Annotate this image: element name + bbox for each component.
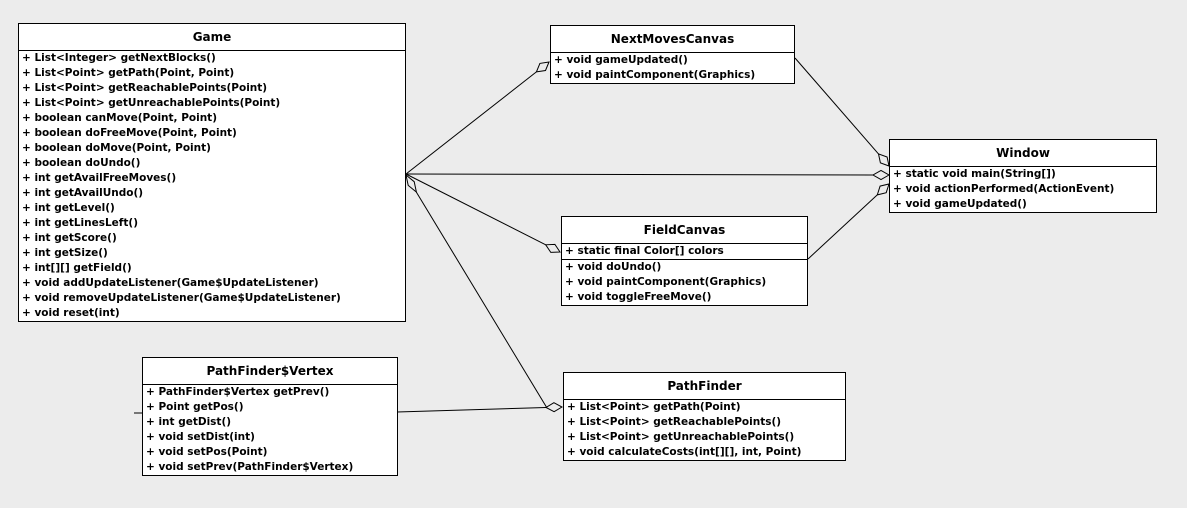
- class-member: + boolean canMove(Point, Point): [22, 112, 217, 124]
- class-member: + boolean doMove(Point, Point): [22, 142, 211, 154]
- class-pathfinder-vertex[interactable]: PathFinder$Vertex + PathFinder$Vertex ge…: [142, 357, 398, 476]
- class-member: + void doUndo(): [565, 261, 662, 273]
- class-nextmovescanvas-methods: + void gameUpdated() + void paintComponen…: [551, 52, 794, 83]
- class-member: + int getDist(): [146, 416, 232, 428]
- aggregation-diamond: [535, 61, 550, 73]
- class-member: + List<Point> getPath(Point, Point): [22, 67, 235, 79]
- class-fieldcanvas-attributes: + static final Color[] colors: [562, 243, 807, 259]
- relation-line: [794, 57, 879, 155]
- class-window-title: Window: [996, 146, 1050, 160]
- relation-line: [396, 406, 547, 413]
- class-member: + static void main(String[]): [893, 168, 1056, 180]
- class-fieldcanvas[interactable]: FieldCanvas + static final Color[] color…: [561, 216, 808, 306]
- class-pathfinder-vertex-title: PathFinder$Vertex: [206, 364, 334, 378]
- class-member: + void gameUpdated(): [554, 54, 688, 66]
- class-member: + void setDist(int): [146, 431, 255, 443]
- class-member: + int getAvailFreeMoves(): [22, 172, 177, 184]
- class-pathfinder[interactable]: PathFinder + List<Point> getPath(Point)+…: [563, 372, 846, 461]
- class-member: + List<Point> getUnreachablePoints(Point…: [22, 97, 281, 109]
- class-member: + void paintComponent(Graphics): [554, 69, 756, 81]
- class-member: + void setPos(Point): [146, 446, 268, 458]
- class-member: + void actionPerformed(ActionEvent): [893, 183, 1115, 195]
- class-member: + int getSize(): [22, 247, 108, 259]
- class-window-methods: + static void main(String[]) + void actio…: [890, 166, 1156, 212]
- class-fieldcanvas-methods: + void doUndo() + void paintComponent(Gra…: [562, 259, 807, 305]
- class-member: + boolean doUndo(): [22, 157, 141, 169]
- class-member: + Point getPos(): [146, 401, 244, 413]
- class-member: + void toggleFreeMove(): [565, 291, 712, 303]
- relation-line: [405, 173, 546, 246]
- relation-line: [405, 173, 874, 176]
- class-game[interactable]: Game + List<Integer> getNextBlocks()+ Li…: [18, 23, 406, 322]
- class-game-methods: + List<Integer> getNextBlocks() + List<Po…: [19, 50, 405, 321]
- relation-line: [807, 194, 878, 260]
- class-member: + List<Point> getReachablePoints(Point): [22, 82, 268, 94]
- class-pathfinder-title: PathFinder: [667, 379, 742, 393]
- class-member: + PathFinder$Vertex getPrev(): [146, 386, 330, 398]
- class-member: + void paintComponent(Graphics): [565, 276, 767, 288]
- class-member: + int getLinesLeft(): [22, 217, 138, 229]
- class-member: + int getAvailUndo(): [22, 187, 144, 199]
- class-game-title: Game: [192, 30, 232, 44]
- class-nextmovescanvas[interactable]: NextMovesCanvas + void gameUpdated()+ vo…: [550, 25, 795, 84]
- class-pathfinder-methods: + List<Point> getPath(Point) + List<Point…: [564, 399, 845, 460]
- class-member: + int getScore(): [22, 232, 117, 244]
- class-window[interactable]: Window + static void main(String[]) + voi…: [889, 139, 1157, 213]
- relation-line: [405, 71, 537, 175]
- class-member: + void addUpdateListener(Game$UpdateList…: [22, 277, 319, 289]
- class-member: + List<Point> getReachablePoints(): [567, 416, 782, 428]
- aggregation-diamond: [405, 173, 418, 194]
- class-member: + void removeUpdateListener(Game$UpdateL…: [22, 292, 341, 304]
- class-fieldcanvas-title: FieldCanvas: [643, 223, 726, 237]
- class-nextmovescanvas-title: NextMovesCanvas: [610, 32, 735, 46]
- class-pathfinder-vertex-methods: + PathFinder$Vertex getPrev() + Point get…: [143, 384, 397, 475]
- class-member: + List<Point> getUnreachablePoints(): [567, 431, 795, 443]
- aggregation-diamond: [877, 153, 890, 167]
- class-member: + void gameUpdated(): [893, 198, 1027, 210]
- class-member: + void reset(int): [22, 307, 120, 319]
- aggregation-diamond: [871, 169, 891, 181]
- aggregation-diamond: [544, 243, 561, 253]
- aggregation-diamond: [544, 402, 564, 413]
- class-member: + int getLevel(): [22, 202, 115, 214]
- class-member: + boolean doFreeMove(Point, Point): [22, 127, 237, 139]
- class-member: + List<Integer> getNextBlocks(): [22, 52, 216, 64]
- relation-line: [415, 191, 548, 409]
- class-member: + void setPrev(PathFinder$Vertex): [146, 461, 354, 473]
- class-member: + int[][] getField(): [22, 262, 132, 274]
- class-member: + List<Point> getPath(Point): [567, 401, 741, 413]
- aggregation-diamond: [876, 183, 890, 196]
- class-member: + static final Color[] colors: [565, 245, 724, 257]
- class-member: + void calculateCosts(int[][], int, Poin…: [567, 446, 802, 458]
